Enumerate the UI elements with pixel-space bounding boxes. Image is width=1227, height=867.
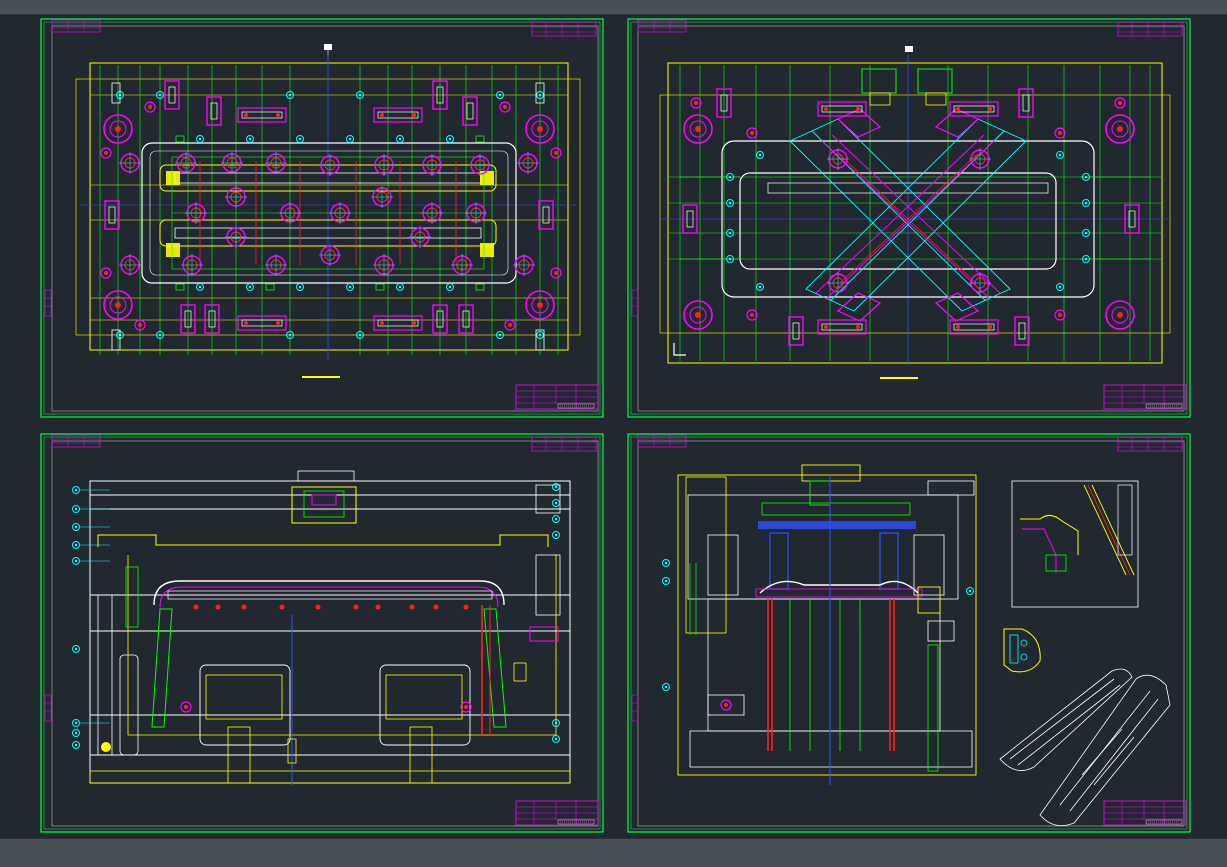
drawing-canvas[interactable]: [0, 15, 1227, 838]
cad-drawing: [40, 18, 1191, 833]
sheet-bottom-left[interactable]: [40, 433, 604, 833]
bottom-status-bar: [0, 838, 1227, 867]
sheet-bottom-right[interactable]: [627, 433, 1191, 833]
sheet-top-right[interactable]: [627, 18, 1191, 418]
top-toolbar: [0, 0, 1227, 15]
sheet-top-left[interactable]: [40, 18, 604, 418]
